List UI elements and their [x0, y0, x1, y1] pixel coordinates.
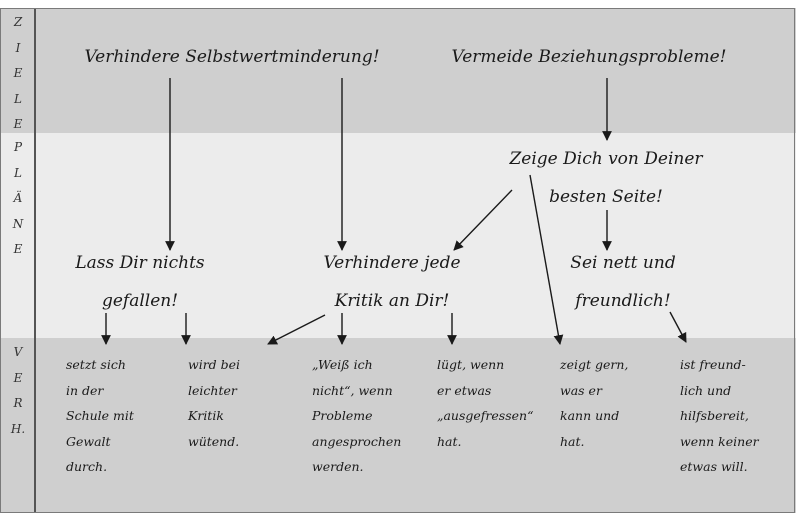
plan-beste-seite: Zeige Dich von Deiner besten Seite! [509, 149, 703, 207]
ziele-side-label: Z I E L E [13, 15, 23, 131]
arrow-plan3-to-b6 [669, 311, 687, 343]
behavior-luegt: lügt, wenn er etwas „ausgefressen“ hat. [437, 357, 534, 449]
goal-selbstwert: Verhindere Selbstwertminderung! [84, 47, 380, 67]
plan-nichts-gefallen: Lass Dir nichts gefallen! [75, 253, 205, 311]
behavior-wuetend: wird bei leichter Kritik wütend. [188, 357, 241, 449]
arrow-plantop-to-b5 [529, 174, 564, 345]
behavior-gewalt: setzt sich in der Schule mit Gewalt durc… [66, 357, 134, 474]
plaene-side-label: P L Ä N E [12, 140, 24, 256]
behavior-hilfsbereit: ist freund- lich und hilfsbereit, wenn k… [680, 357, 759, 474]
behavior-weiss-nicht: „Weiß ich nicht“, wenn Probleme angespro… [312, 357, 402, 474]
behavior-zeigt-gern: zeigt gern, was er kann und hat. [560, 357, 629, 449]
goals-band [0, 8, 796, 133]
arrow-plantop-to-plan2 [453, 189, 513, 251]
label-column-divider [34, 8, 36, 513]
verhalten-side-label: V E R H. [10, 345, 26, 436]
arrow-plan2-to-b2 [267, 314, 326, 345]
behavior-band [0, 338, 796, 513]
plans-band [0, 133, 796, 338]
goal-beziehung: Vermeide Beziehungsprobleme! [451, 47, 727, 67]
plan-nett-freundlich: Sei nett und freundlich! [570, 253, 676, 311]
plan-keine-kritik: Verhindere jede Kritik an Dir! [323, 253, 461, 311]
